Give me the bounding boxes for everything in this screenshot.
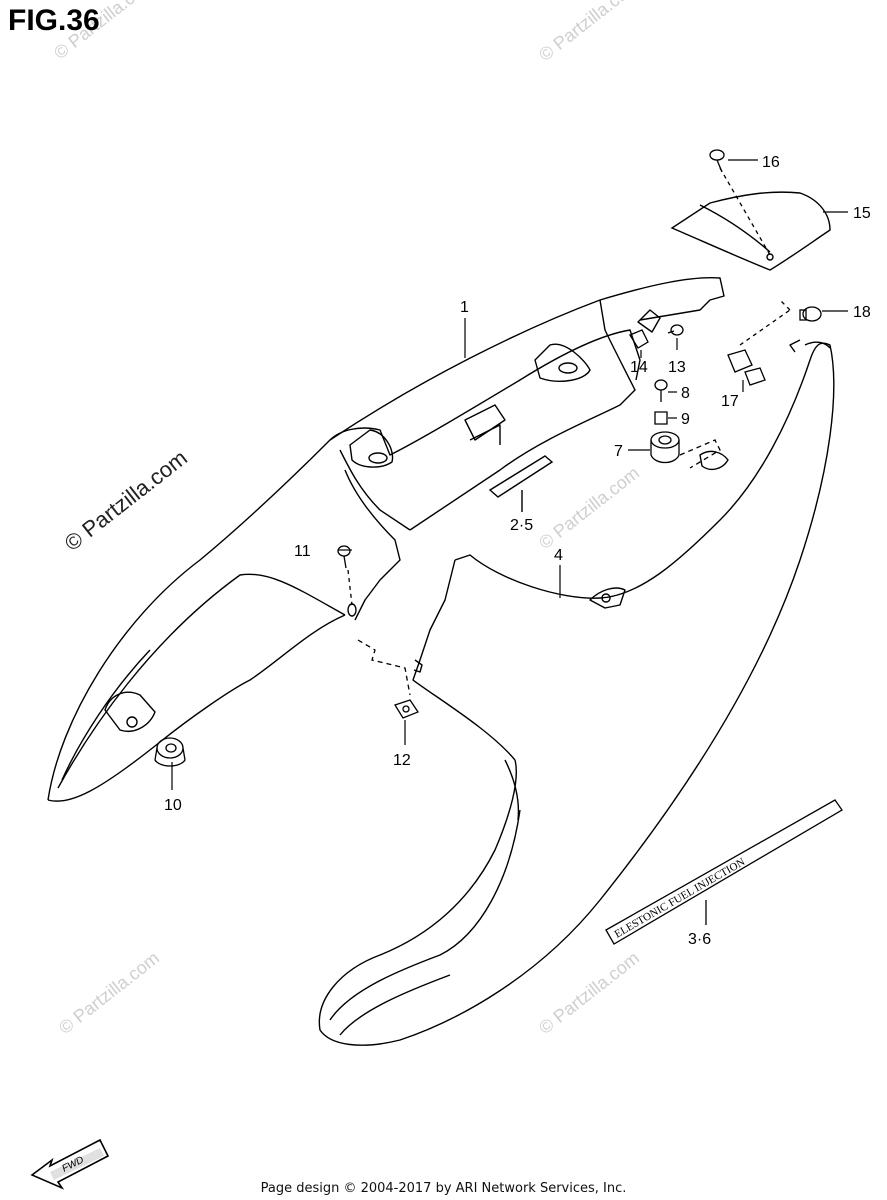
- part-12-nut: [357, 639, 419, 719]
- leader-lines: [171, 159, 848, 790]
- callout-9: 9: [681, 411, 690, 428]
- page-footer: Page design © 2004-2017 by ARI Network S…: [260, 1181, 627, 1196]
- part-11-screw: [337, 545, 353, 606]
- part-2-5-strip: [488, 455, 554, 512]
- callout-4: 4: [554, 547, 563, 564]
- callout-3-6: 3·6: [688, 931, 711, 948]
- figure-title: FIG.36: [8, 4, 100, 37]
- callout-10: 10: [164, 797, 182, 814]
- part-16-screw: [709, 149, 771, 256]
- faint-watermarks: © Partzilla.com © Partzilla.com © Partzi…: [50, 0, 643, 1038]
- part-13-screw: [667, 324, 684, 336]
- part-7-grommet: [650, 431, 721, 469]
- callout-7: 7: [614, 443, 623, 460]
- watermark-top-right: © Partzilla.com: [535, 0, 643, 65]
- callout-8: 8: [681, 385, 690, 402]
- part-8-screw: [654, 379, 668, 402]
- callout-11: 11: [294, 543, 311, 560]
- part-18-grommet: [799, 306, 822, 322]
- callout-17: 17: [721, 393, 739, 410]
- callout-15: 15: [853, 205, 871, 222]
- part-17-bracket: [727, 299, 791, 386]
- part-4-side-cover: [318, 339, 835, 1046]
- callout-numbers: 1 2·5 3·6 4 7 8 9 10 11 12 13 14 15 16 1…: [164, 154, 871, 948]
- decal-text: ELESTONIC FUEL INJECTION: [613, 856, 748, 941]
- callout-12: 12: [393, 752, 411, 769]
- fwd-arrow: FWD: [30, 1138, 110, 1190]
- callout-18: 18: [853, 304, 871, 321]
- callout-13: 13: [668, 359, 686, 376]
- callout-2-5: 2·5: [510, 517, 533, 534]
- part-14-clip: [629, 329, 649, 349]
- watermark-low-left: © Partzilla.com: [55, 948, 163, 1038]
- callout-1: 1: [460, 299, 469, 316]
- part-9-nut: [654, 411, 668, 425]
- callout-14: 14: [630, 359, 648, 376]
- part-15-tail-cap: [670, 191, 831, 271]
- hardware: [154, 149, 822, 767]
- part-10-grommet: [154, 737, 186, 767]
- watermark-low-right: © Partzilla.com: [535, 948, 643, 1038]
- watermark-mid: © Partzilla.com: [535, 463, 643, 553]
- part-1-seat-tail-cover: [47, 277, 725, 802]
- part-3-6-decal: ELESTONIC FUEL INJECTION: [605, 799, 843, 945]
- watermark-main: © Partzilla.com: [60, 445, 192, 556]
- callout-16: 16: [762, 154, 780, 171]
